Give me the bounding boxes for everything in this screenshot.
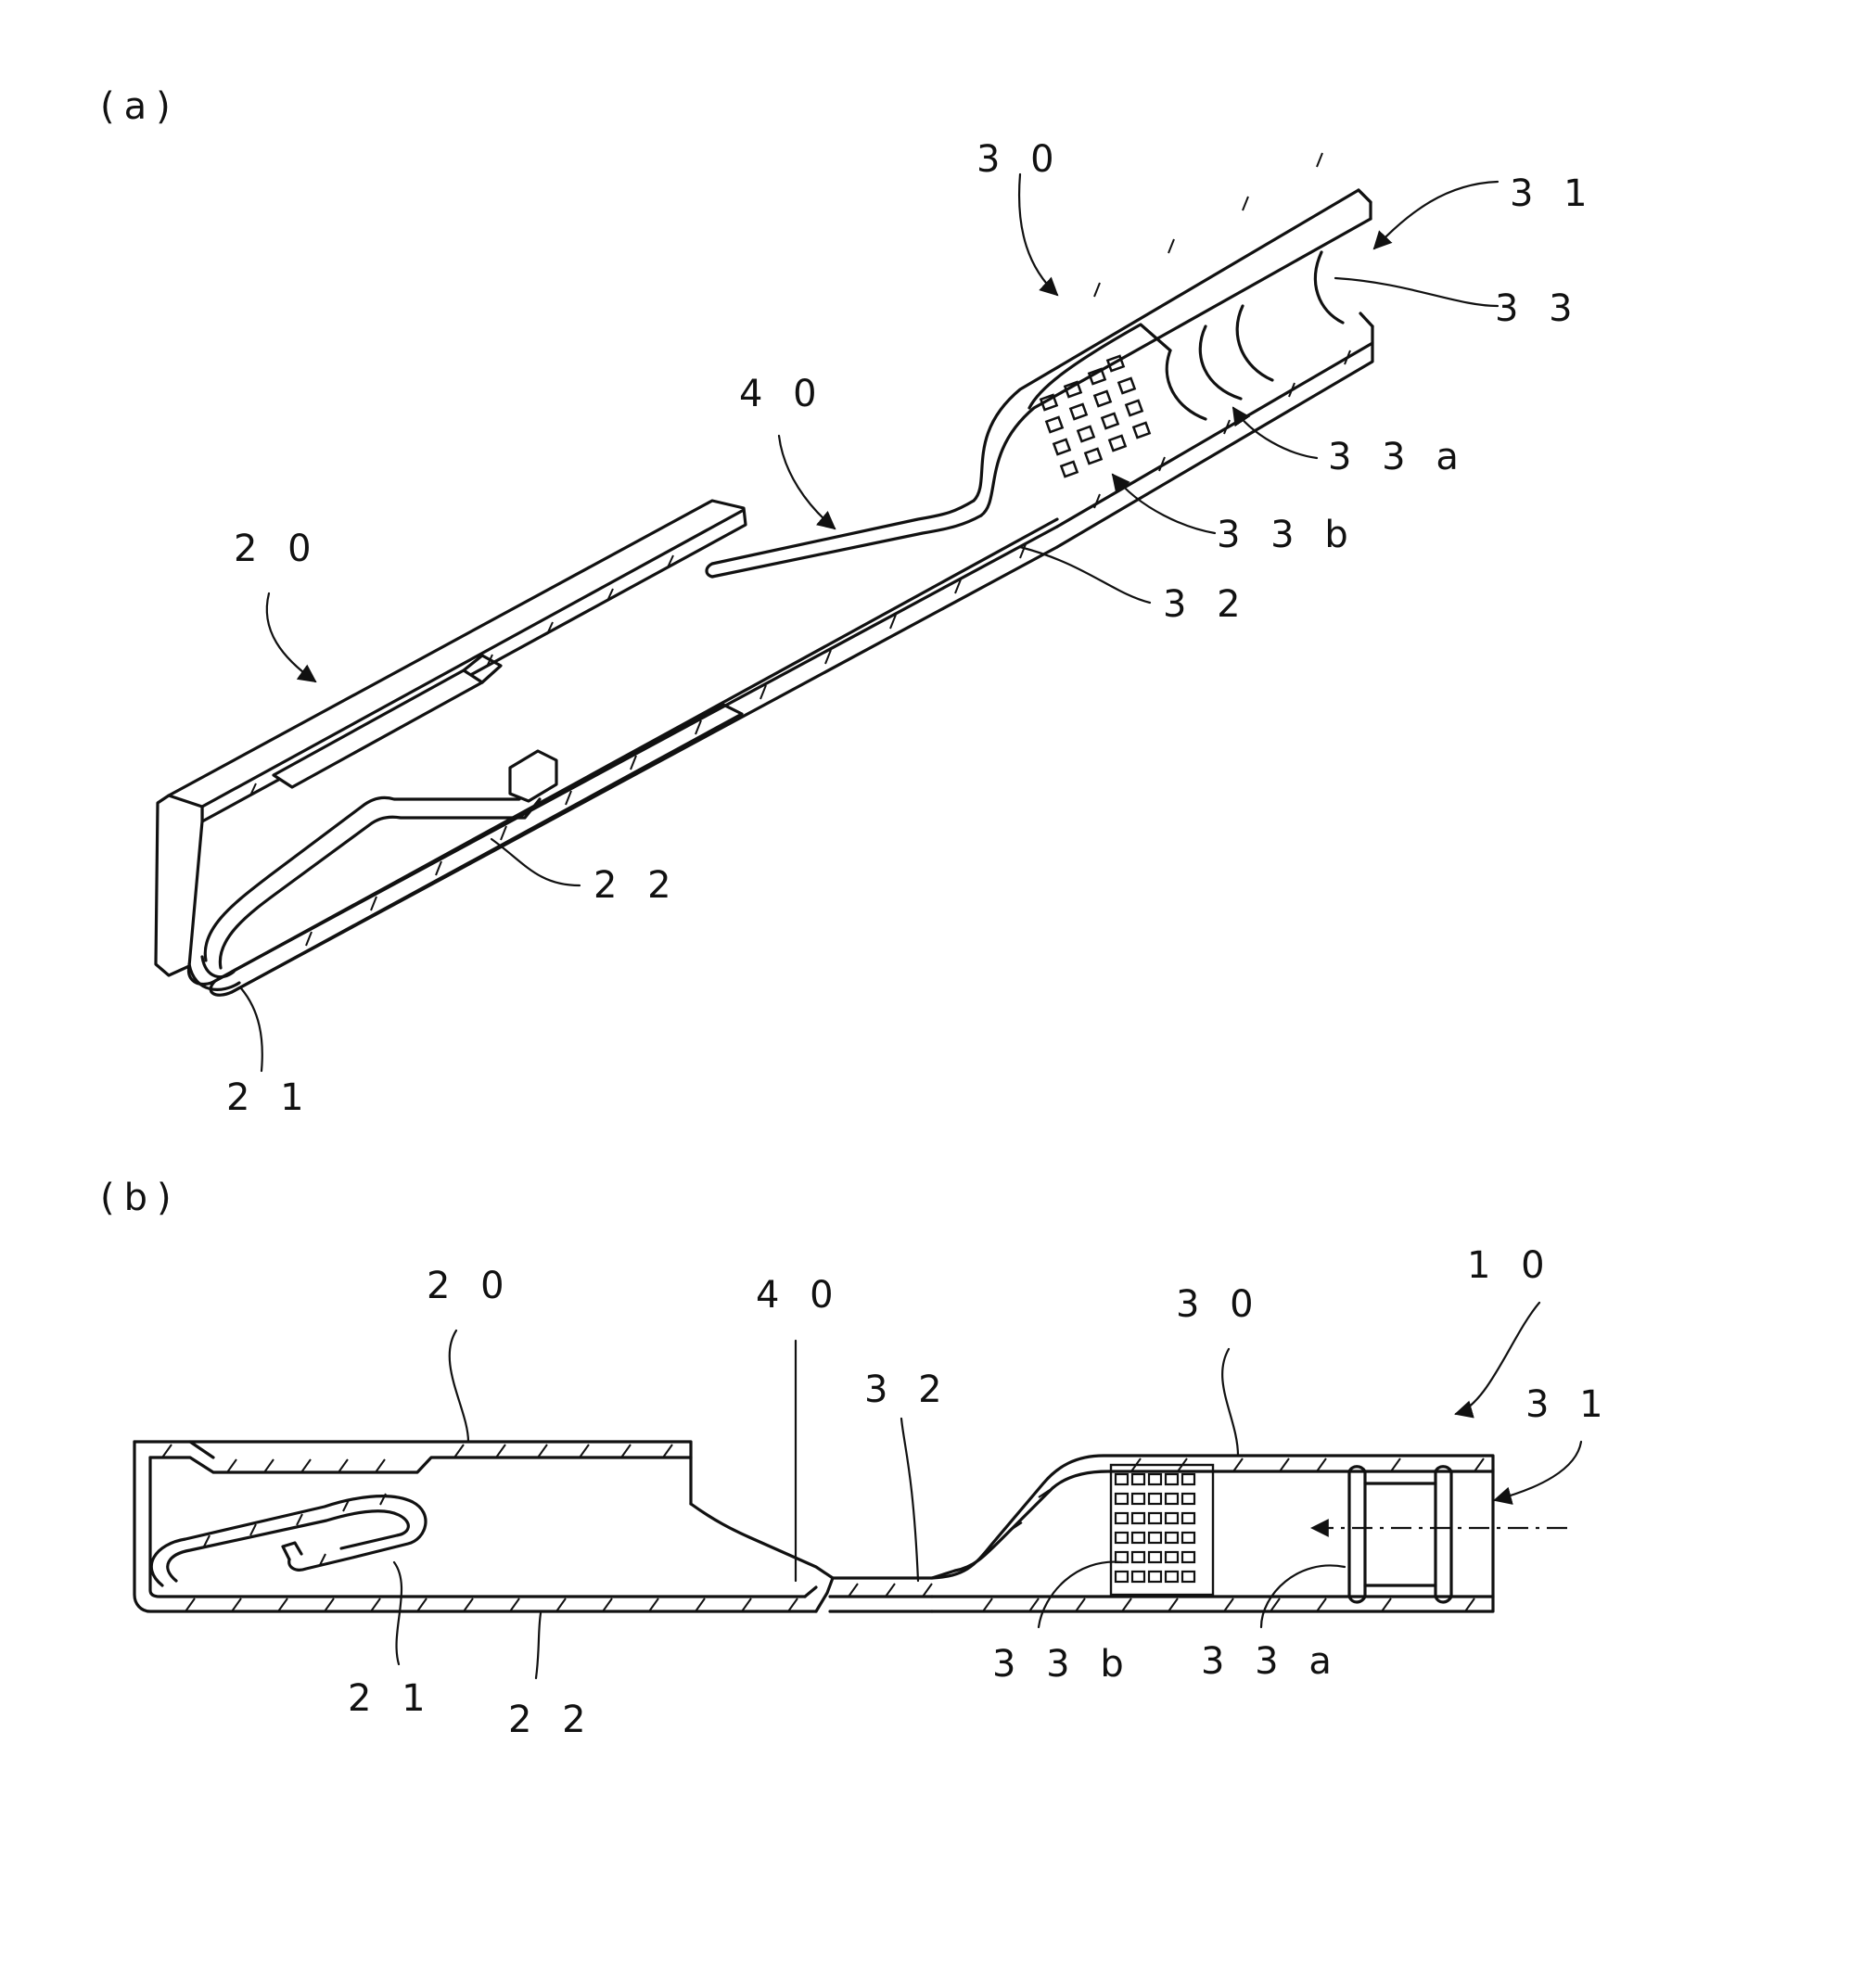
- panel-a-title: (a): [100, 85, 180, 128]
- label-a-40: 4 0: [739, 373, 826, 415]
- label-a-21: 2 1: [226, 1076, 313, 1119]
- label-a-33: 3 3: [1495, 287, 1582, 330]
- label-a-30: 3 0: [976, 138, 1064, 181]
- label-a-33a: 3 3 a: [1328, 436, 1468, 478]
- panel-b-title: (b): [100, 1177, 181, 1219]
- label-b-30: 3 0: [1176, 1283, 1263, 1326]
- label-a-20: 2 0: [234, 528, 321, 570]
- label-b-33a: 3 3 a: [1201, 1640, 1341, 1683]
- label-b-40: 4 0: [756, 1274, 843, 1317]
- panel-b: (b): [100, 1177, 1613, 1741]
- label-b-33b: 3 3 b: [992, 1643, 1133, 1686]
- label-b-31: 3 1: [1525, 1383, 1613, 1426]
- label-a-31: 3 1: [1510, 172, 1597, 215]
- label-a-22: 2 2: [593, 864, 681, 907]
- spring-box-20-b: [134, 1442, 833, 1611]
- barrel-30-a: [974, 153, 1372, 547]
- label-b-21: 2 1: [348, 1677, 435, 1720]
- label-a-32: 3 2: [1163, 583, 1250, 626]
- panel-a: (a): [100, 85, 1597, 1119]
- label-b-20: 2 0: [427, 1265, 514, 1307]
- label-b-10: 1 0: [1467, 1244, 1554, 1287]
- leaders-b: [394, 1303, 1581, 1678]
- label-a-33b: 3 3 b: [1217, 514, 1358, 556]
- label-b-32: 3 2: [864, 1368, 951, 1411]
- spring-box-20-a: [156, 501, 746, 995]
- label-b-22: 2 2: [508, 1699, 595, 1741]
- neck-40-a: [707, 501, 981, 577]
- barrel-30-b: [932, 1456, 1567, 1611]
